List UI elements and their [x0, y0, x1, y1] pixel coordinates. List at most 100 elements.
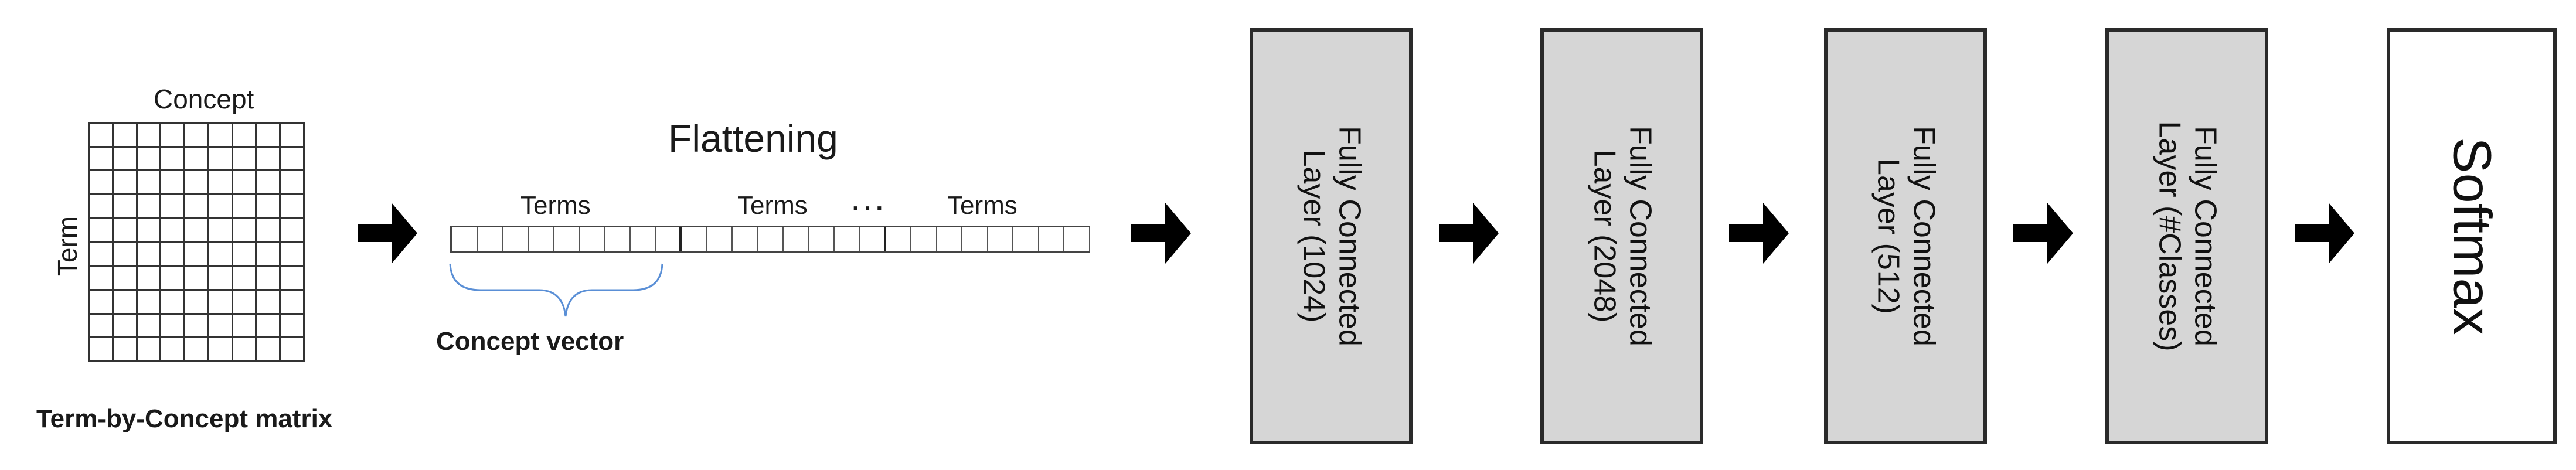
matrix-cell — [113, 195, 138, 219]
matrix-cell — [233, 219, 257, 243]
vector-cell — [529, 227, 554, 251]
matrix-cell — [113, 147, 138, 172]
matrix-cell — [113, 338, 138, 362]
matrix-cell — [281, 338, 305, 362]
matrix-cell — [113, 219, 138, 243]
vector-cell — [580, 227, 605, 251]
matrix-cell — [233, 195, 257, 219]
matrix-cell — [209, 290, 233, 315]
vector-cell — [1013, 227, 1039, 251]
vector-cell — [962, 227, 988, 251]
matrix-caption: Term-by-Concept matrix — [36, 404, 333, 433]
vector-cell — [503, 227, 529, 251]
matrix-cell — [161, 195, 186, 219]
matrix-cell — [209, 147, 233, 172]
matrix-cell — [90, 243, 114, 267]
matrix-cell — [257, 267, 281, 291]
matrix-cell — [185, 243, 209, 267]
matrix-cell — [233, 314, 257, 339]
matrix-cell — [185, 219, 209, 243]
matrix-cell — [209, 219, 233, 243]
matrix-cell — [161, 243, 186, 267]
terms-label-3: Terms — [947, 191, 1018, 220]
ellipsis-label: … — [849, 176, 886, 219]
matrix-cell — [137, 195, 162, 219]
vector-cell — [988, 227, 1014, 251]
matrix-cell — [185, 314, 209, 339]
matrix-cell — [90, 338, 114, 362]
vector-cell — [656, 227, 682, 251]
matrix-cell — [209, 314, 233, 339]
matrix-cell — [185, 147, 209, 172]
matrix-cell — [185, 338, 209, 362]
right-arrow-icon — [1439, 203, 1499, 264]
matrix-cell — [257, 195, 281, 219]
matrix-cell — [209, 171, 233, 196]
matrix-cell — [281, 124, 305, 148]
matrix-cell — [233, 124, 257, 148]
matrix-cell — [281, 219, 305, 243]
vector-cell — [860, 227, 886, 251]
concept-vector-strip — [450, 226, 1090, 253]
matrix-cell — [233, 171, 257, 196]
matrix-cell — [90, 290, 114, 315]
matrix-cell — [281, 243, 305, 267]
matrix-cell — [161, 147, 186, 172]
matrix-cell — [161, 171, 186, 196]
matrix-cell — [137, 290, 162, 315]
matrix-cell — [233, 267, 257, 291]
terms-label-1: Terms — [520, 191, 591, 220]
vector-cell — [682, 227, 707, 251]
matrix-cell — [233, 290, 257, 315]
flattening-title: Flattening — [668, 117, 838, 160]
matrix-cell — [90, 124, 114, 148]
matrix-cell — [233, 338, 257, 362]
matrix-cell — [90, 195, 114, 219]
softmax-layer: Softmax — [2387, 28, 2557, 444]
vector-cell — [758, 227, 784, 251]
vector-cell — [452, 227, 478, 251]
matrix-cell — [185, 290, 209, 315]
concept-vector-label: Concept vector — [436, 327, 624, 356]
matrix-cell — [137, 171, 162, 196]
matrix-cell — [209, 338, 233, 362]
matrix-cell — [113, 314, 138, 339]
vector-cell — [809, 227, 835, 251]
vector-cell — [835, 227, 860, 251]
matrix-cell — [161, 290, 186, 315]
matrix-cell — [137, 243, 162, 267]
matrix-cell — [281, 314, 305, 339]
vector-cell — [631, 227, 656, 251]
matrix-cell — [257, 243, 281, 267]
matrix-cell — [281, 147, 305, 172]
vector-cell — [784, 227, 809, 251]
matrix-cell — [90, 314, 114, 339]
vector-cell — [733, 227, 758, 251]
matrix-cell — [281, 290, 305, 315]
matrix-cell — [185, 171, 209, 196]
matrix-cell — [209, 124, 233, 148]
fc-layer-512: Fully Connected Layer (512) — [1824, 28, 1987, 444]
right-arrow-icon — [2295, 203, 2354, 264]
matrix-cell — [137, 124, 162, 148]
matrix-cell — [137, 147, 162, 172]
matrix-cell — [137, 338, 162, 362]
matrix-cell — [209, 243, 233, 267]
matrix-cell — [209, 267, 233, 291]
vector-cell — [707, 227, 733, 251]
matrix-cell — [113, 124, 138, 148]
right-arrow-icon — [358, 203, 417, 264]
matrix-cell — [161, 124, 186, 148]
matrix-cell — [113, 290, 138, 315]
matrix-cell — [257, 314, 281, 339]
fc-layer-classes: Fully Connected Layer (#Classes) — [2105, 28, 2268, 444]
vector-cell — [1064, 227, 1090, 251]
matrix-cell — [209, 195, 233, 219]
matrix-cell — [137, 267, 162, 291]
matrix-cell — [90, 219, 114, 243]
terms-label-2: Terms — [737, 191, 808, 220]
vector-cell — [911, 227, 937, 251]
matrix-cell — [281, 171, 305, 196]
